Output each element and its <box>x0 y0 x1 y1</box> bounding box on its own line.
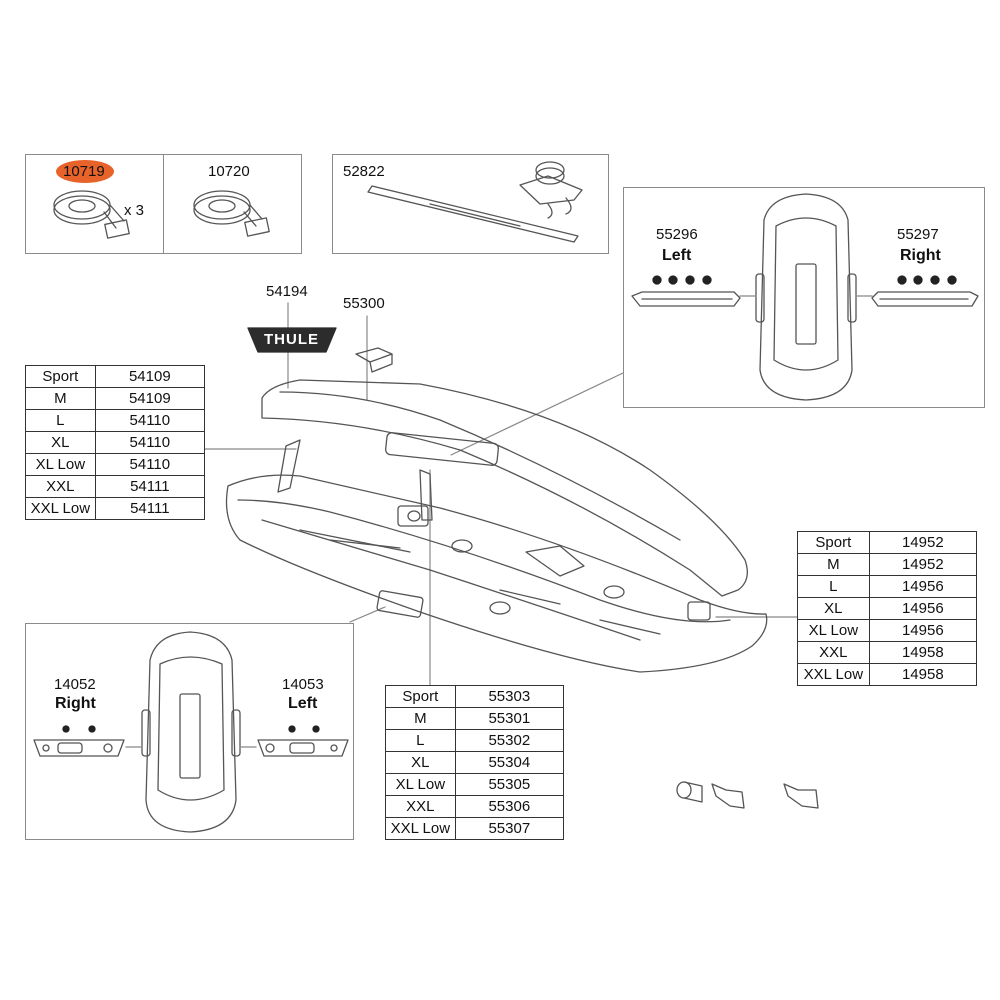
size-cell: XL <box>797 597 870 620</box>
size-cell: Sport <box>797 531 870 554</box>
strap-10719-part-number[interactable]: 10719 <box>63 163 105 180</box>
part-number-cell[interactable]: 55301 <box>454 707 565 730</box>
part-number-cell[interactable]: 54109 <box>94 387 206 410</box>
size-cell: XL Low <box>25 453 96 476</box>
trim-left-part-number[interactable]: 55296 <box>656 226 698 243</box>
part-number-cell[interactable]: 54111 <box>94 497 206 520</box>
part-number-cell[interactable]: 14952 <box>868 531 978 554</box>
part-number-cell[interactable]: 14952 <box>868 553 978 576</box>
clip-part-number[interactable]: 55300 <box>343 295 385 312</box>
size-cell: XXL Low <box>797 663 870 686</box>
strap-10719-quantity: x 3 <box>124 202 145 219</box>
part-number-cell[interactable]: 55304 <box>454 751 565 774</box>
size-cell: XXL Low <box>25 497 96 520</box>
size-cell: M <box>385 707 456 730</box>
part-number-cell[interactable]: 55303 <box>454 685 565 708</box>
size-cell: XL Low <box>797 619 870 642</box>
size-cell: Sport <box>385 685 456 708</box>
part-highlight-marker <box>56 160 114 183</box>
part-number-cell[interactable]: 14956 <box>868 575 978 598</box>
part-number-cell[interactable]: 54110 <box>94 453 206 476</box>
part-number-cell[interactable]: 54110 <box>94 409 206 432</box>
bracket-right-part-number[interactable]: 14052 <box>54 676 96 693</box>
bracket-inset-panel <box>25 623 354 840</box>
part-number-cell[interactable]: 14958 <box>868 663 978 686</box>
size-cell: M <box>797 553 870 576</box>
size-cell: L <box>25 409 96 432</box>
clip-55300-illustration <box>355 347 393 373</box>
bracket-left-side-label: Left <box>288 695 318 712</box>
size-cell: L <box>797 575 870 598</box>
part-number-cell[interactable]: 14958 <box>868 641 978 664</box>
size-cell: XXL Low <box>385 817 456 840</box>
size-cell: XL <box>25 431 96 454</box>
rail-kit-part-number[interactable]: 52822 <box>343 163 385 180</box>
bracket-right-side-label: Right <box>55 695 96 712</box>
logo-badge-shape <box>247 327 337 353</box>
logo-part-number[interactable]: 54194 <box>266 283 308 300</box>
part-number-cell[interactable]: 14956 <box>868 597 978 620</box>
bracket-left-part-number[interactable]: 14053 <box>282 676 324 693</box>
part-number-cell[interactable]: 55306 <box>454 795 565 818</box>
size-cell: Sport <box>25 365 96 388</box>
part-number-cell[interactable]: 55307 <box>454 817 565 840</box>
strap-10720-part-number[interactable]: 10720 <box>208 163 250 180</box>
size-cell: XL <box>385 751 456 774</box>
part-number-cell[interactable]: 14956 <box>868 619 978 642</box>
size-cell: XXL <box>797 641 870 664</box>
size-cell: L <box>385 729 456 752</box>
trim-right-part-number[interactable]: 55297 <box>897 226 939 243</box>
part-number-cell[interactable]: 54110 <box>94 431 206 454</box>
trim-right-side-label: Right <box>900 247 941 264</box>
trim-inset-panel <box>623 187 985 408</box>
size-cell: XXL <box>385 795 456 818</box>
part-number-cell[interactable]: 54111 <box>94 475 206 498</box>
part-number-cell[interactable]: 55302 <box>454 729 565 752</box>
logo-text: THULE <box>264 331 319 348</box>
lock-and-keys-illustration <box>676 781 819 809</box>
size-cell: M <box>25 387 96 410</box>
trim-left-side-label: Left <box>662 247 692 264</box>
part-number-cell[interactable]: 54109 <box>94 365 206 388</box>
size-cell: XL Low <box>385 773 456 796</box>
cargo-box-illustration <box>225 379 768 673</box>
size-cell: XXL <box>25 475 96 498</box>
part-number-cell[interactable]: 55305 <box>454 773 565 796</box>
